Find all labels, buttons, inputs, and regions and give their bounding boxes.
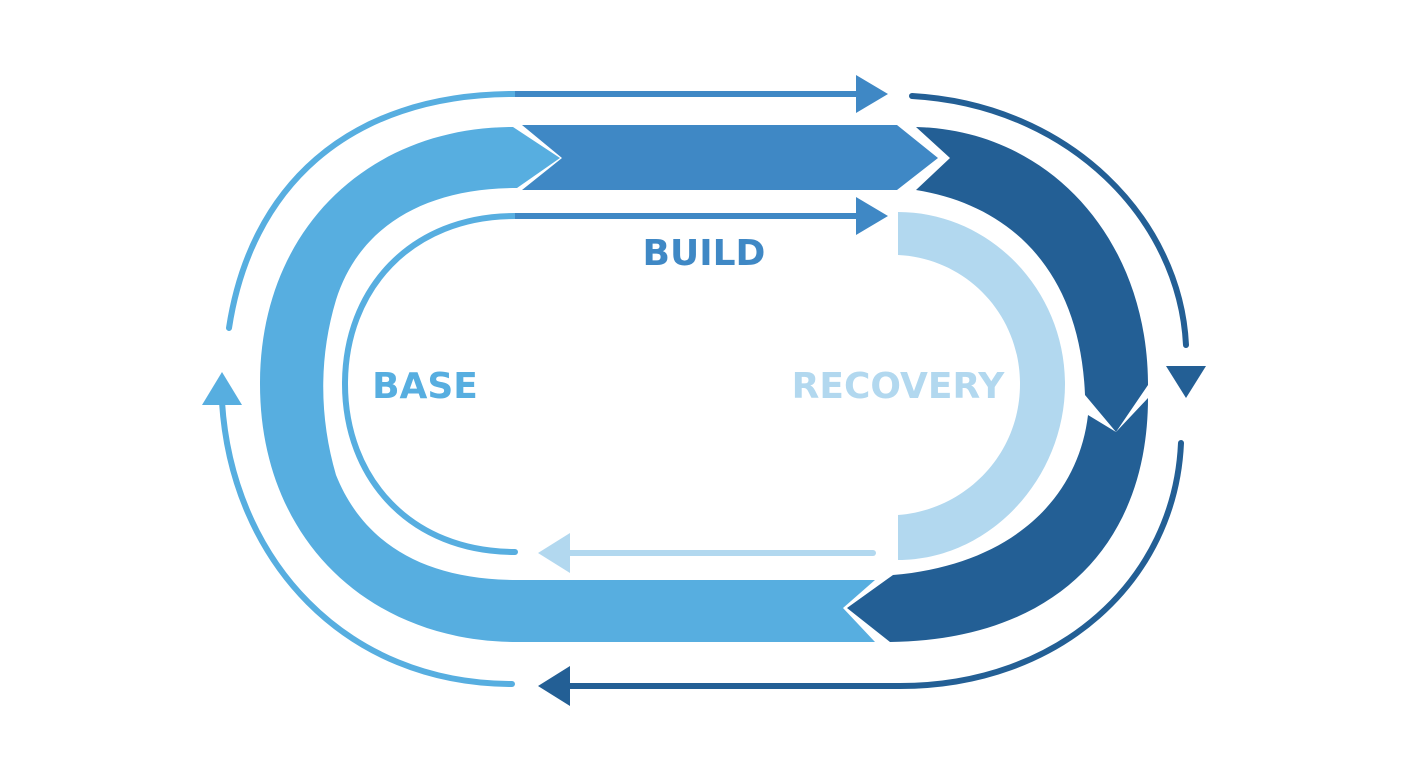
inner-ring xyxy=(341,197,1065,573)
thick-band xyxy=(260,125,1148,642)
outer-recovery-arc xyxy=(909,93,1189,348)
outer-top-arrow-icon xyxy=(856,75,888,113)
outer-base-arc-lower xyxy=(219,399,515,687)
recovery-band-lower-segment xyxy=(847,398,1148,642)
outer-down-arrow-icon xyxy=(1166,366,1206,398)
inner-top-arrow-icon xyxy=(856,197,888,235)
base-label: BASE xyxy=(372,366,478,407)
recovery-band-segment xyxy=(916,127,1148,432)
build-band-segment xyxy=(522,125,938,190)
outer-up-arrow-icon xyxy=(202,372,242,405)
inner-base-arc xyxy=(341,213,518,555)
recovery-label: RECOVERY xyxy=(792,366,1006,407)
inner-left-arrow-icon xyxy=(538,533,570,573)
outer-ring xyxy=(202,75,1206,706)
base-band-segment xyxy=(260,127,875,642)
recovery-inner-segment xyxy=(898,212,1065,560)
outer-left-arrow-icon xyxy=(538,666,570,706)
outer-recovery-arc-lower xyxy=(897,440,1184,689)
outer-base-arc xyxy=(226,91,518,331)
build-label: BUILD xyxy=(643,233,766,274)
